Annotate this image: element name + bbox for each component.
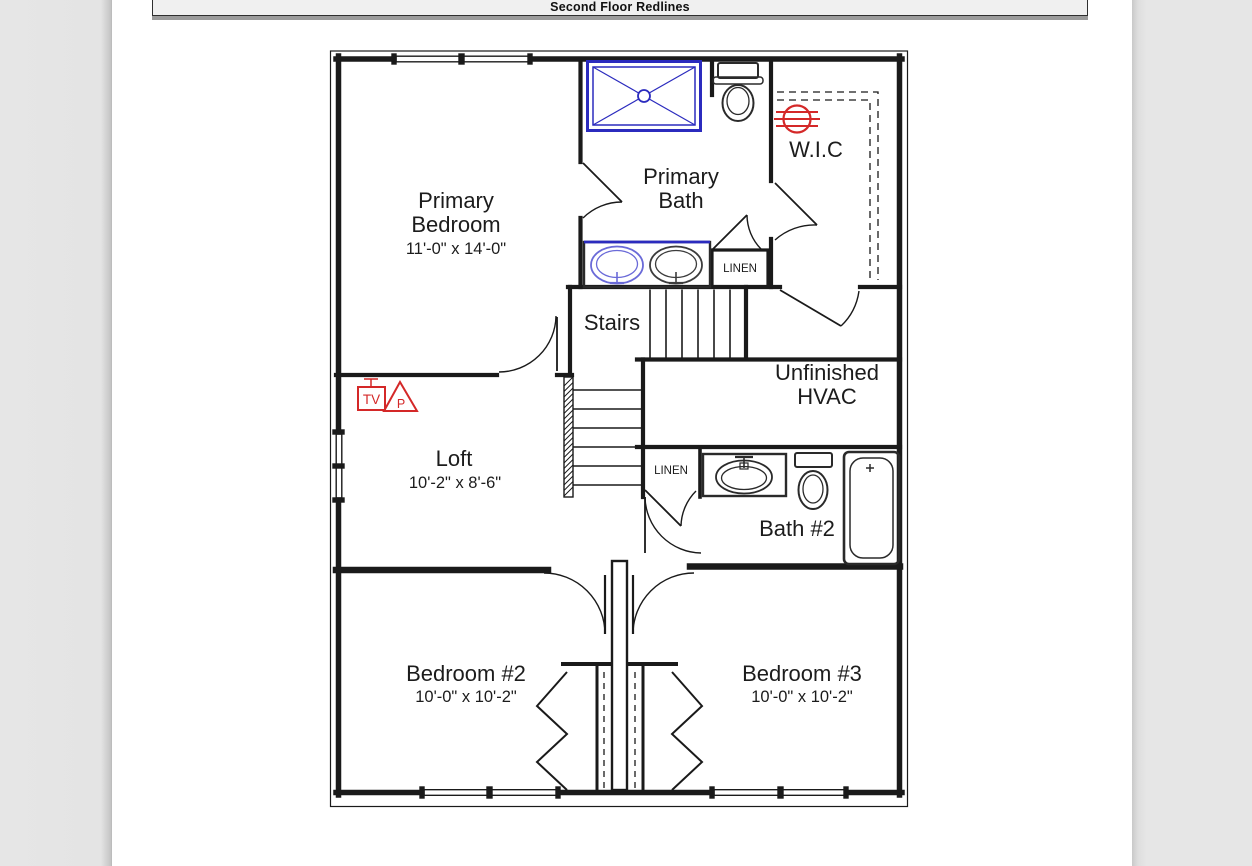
hvac-label-1: Unfinished [775, 360, 879, 385]
phone-outlet-label: P [397, 397, 405, 411]
vanity-primary-bath [582, 240, 712, 289]
drawing-title: Second Floor Redlines [550, 0, 690, 14]
closet-center-wall [610, 559, 629, 792]
linen-upper-walls [710, 248, 770, 287]
exterior-walls [333, 53, 905, 798]
interior-walls [332, 56, 904, 793]
stairs-area [563, 289, 731, 498]
stair-treads-upper [649, 289, 731, 358]
wic-shelving-dashed [777, 91, 879, 280]
wic-light-symbol [774, 104, 820, 134]
bath2-label: Bath #2 [759, 516, 835, 541]
hvac-label-2: HVAC [797, 384, 857, 409]
toilet-bath2 [794, 452, 833, 510]
bedroom2-door [543, 572, 607, 635]
room-labels: Primary Bedroom 11'-0" x 14'-0" Primary … [363, 137, 879, 706]
closet-rod-dashed [603, 672, 636, 788]
shower-redline [586, 60, 702, 132]
primary-bath-door [582, 162, 623, 219]
primary-bedroom-door [498, 315, 558, 373]
bedroom2-label: Bedroom #2 [406, 661, 526, 686]
wic-label: W.I.C [789, 137, 843, 162]
left-page-margin [0, 0, 112, 866]
toilet-primary-bath [712, 62, 764, 122]
primary-bedroom-dims: 11'-0" x 14'-0" [406, 240, 506, 258]
bedroom3-door [631, 572, 695, 635]
bath-hall-door [711, 214, 762, 251]
window-bottom-left [419, 786, 561, 799]
bedroom3-label: Bedroom #3 [742, 661, 862, 686]
tv-outlet-label: TV [363, 392, 380, 407]
phone-outlet-symbol [382, 379, 419, 412]
right-page-margin [1132, 0, 1252, 866]
fixtures [582, 60, 901, 566]
doors [498, 162, 860, 791]
bedroom2-dims: 10'-0" x 10'-2" [415, 688, 517, 706]
linen-lower-label: LINEN [654, 465, 688, 477]
redline-symbols [357, 104, 820, 412]
bedroom3-dims: 10'-0" x 10'-2" [751, 688, 853, 706]
drawing-title-bar: Second Floor Redlines [152, 0, 1088, 16]
primary-bath-label-1: Primary [643, 164, 719, 189]
tv-outlet-symbol [357, 378, 386, 411]
window-bottom-right [709, 786, 849, 799]
stairs-label: Stairs [584, 310, 640, 335]
hvac-hall-door [779, 289, 860, 327]
wic-door [774, 182, 818, 241]
sink-existing [649, 245, 703, 285]
stair-treads-lower [573, 389, 641, 486]
loft-dims: 10'-2" x 8'-6" [409, 474, 501, 492]
closet-bifold-doors [535, 671, 704, 791]
vanity-bath2 [701, 452, 788, 498]
window-top [391, 53, 533, 65]
sink-redline [590, 245, 644, 285]
linen-lower-door [644, 489, 697, 527]
title-bar-shadow [152, 16, 1088, 20]
exterior-outline [329, 50, 909, 808]
loft-label: Loft [436, 446, 473, 471]
windows [332, 53, 849, 799]
primary-bath-label-2: Bath [658, 188, 703, 213]
window-left [332, 429, 345, 503]
bathtub [842, 450, 901, 566]
stair-wall-hatching [563, 376, 574, 497]
primary-bedroom-label-1: Primary [418, 188, 494, 213]
linen-upper-label: LINEN [723, 263, 757, 275]
primary-bedroom-label-2: Bedroom [411, 212, 500, 237]
bath2-door [644, 496, 702, 554]
